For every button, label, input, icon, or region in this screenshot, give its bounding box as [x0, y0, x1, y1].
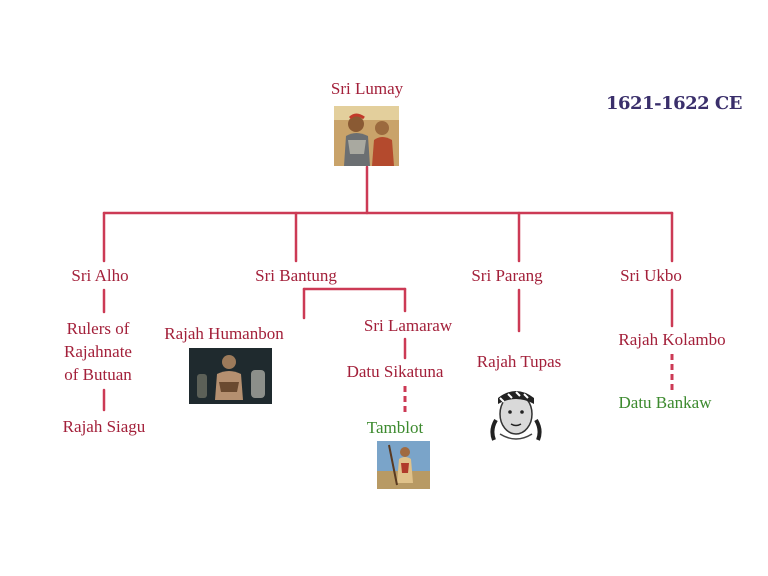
node-sri-bantung: Sri Bantung	[255, 266, 337, 285]
period-label: 1621-1622 CE	[606, 93, 742, 114]
node-sri-ukbo: Sri Ukbo	[620, 266, 682, 285]
node-datu-bankaw: Datu Bankaw	[618, 393, 712, 412]
rulers-line-3: of Butuan	[64, 365, 132, 384]
warrior-portrait-icon	[334, 106, 399, 166]
node-rajah-humanbon: Rajah Humanbon	[164, 324, 284, 343]
node-sri-lamaraw: Sri Lamaraw	[363, 316, 453, 335]
node-datu-sikatuna: Datu Sikatuna	[346, 362, 444, 381]
rulers-line-2: Rajahnate	[64, 342, 132, 361]
rulers-line-1: Rulers of	[66, 319, 130, 338]
node-rajah-siagu: Rajah Siagu	[62, 417, 146, 436]
node-rulers-of-butuan: Rulers of Rajahnate of Butuan	[64, 317, 132, 386]
node-rajah-kolambo: Rajah Kolambo	[618, 330, 726, 349]
node-sri-lumay: Sri Lumay	[330, 79, 404, 98]
node-sri-parang: Sri Parang	[471, 266, 543, 285]
node-sri-alho: Sri Alho	[71, 266, 129, 285]
node-tamblot: Tamblot	[366, 418, 424, 437]
node-rajah-tupas: Rajah Tupas	[476, 352, 562, 371]
headband-portrait-icon	[482, 376, 551, 444]
seated-ruler-portrait-icon	[189, 348, 272, 404]
priest-portrait-icon	[377, 441, 430, 489]
